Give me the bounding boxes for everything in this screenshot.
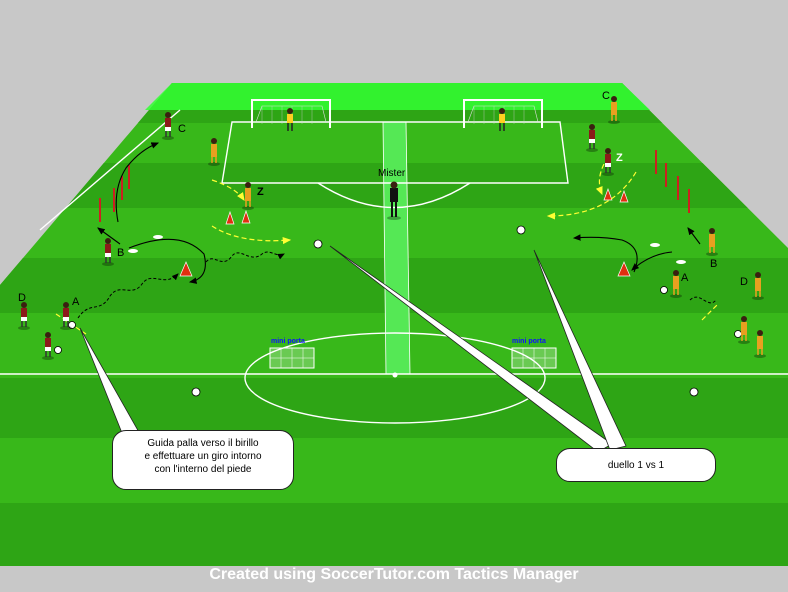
callout-duel-text: duello 1 vs 1	[607, 460, 665, 471]
label-d-right: D	[740, 276, 748, 288]
label-z-left: Z	[257, 186, 264, 198]
callout-line-1: Guida palla verso il birillo	[147, 438, 259, 449]
mini-goal-right-label: mini porta	[512, 338, 546, 345]
disc-markers	[128, 235, 686, 264]
center-strip	[382, 121, 411, 375]
poles-left	[99, 165, 130, 222]
goal-right	[463, 99, 543, 128]
label-z-right: Z	[616, 152, 623, 164]
mini-goal-right	[511, 347, 557, 369]
label-mister: Mister	[378, 168, 406, 179]
label-a-right: A	[681, 272, 689, 284]
label-b-right: B	[710, 258, 718, 270]
mini-goal-left	[269, 347, 315, 369]
cones	[179, 187, 631, 277]
callout-line-3: con l'interno del piede	[154, 464, 252, 475]
label-c-left: C	[178, 123, 186, 135]
callout-line-2: e effettuare un giro intorno	[144, 451, 262, 462]
callout-dribble-instructions: Guida palla verso il birillo e effettuar…	[112, 430, 294, 490]
yellow-players	[208, 96, 766, 358]
goalkeepers	[287, 108, 505, 131]
callout-duel: duello 1 vs 1	[556, 448, 716, 482]
footer-credit: Created using SoccerTutor.com Tactics Ma…	[209, 566, 579, 583]
goal-left	[251, 99, 331, 128]
far-strip	[145, 83, 650, 110]
poles-right	[655, 150, 690, 213]
mini-goal-left-label: mini porta	[271, 338, 305, 345]
label-d-left: D	[18, 292, 26, 304]
coach-figure	[387, 181, 401, 220]
red-players	[18, 112, 614, 360]
field-stripes	[0, 83, 788, 566]
movement-arrows	[97, 142, 701, 284]
label-a-left: A	[72, 296, 80, 308]
label-b-left: B	[117, 247, 125, 259]
balls	[54, 225, 742, 397]
label-c-right: C	[602, 90, 610, 102]
dribble-paths	[77, 251, 717, 319]
